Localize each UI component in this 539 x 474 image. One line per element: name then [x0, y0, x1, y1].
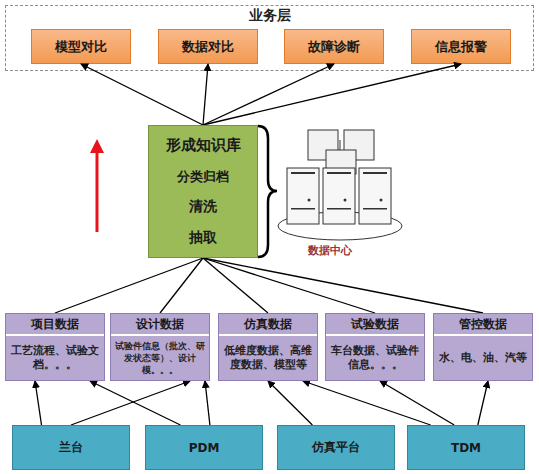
connector: [203, 64, 334, 125]
source-box: TDM: [407, 425, 525, 470]
source-box: 兰台: [12, 425, 130, 470]
connector: [81, 64, 203, 125]
box-heading: 设计数据: [111, 314, 209, 336]
data-box: 项目数据工艺流程、试验文档。。。: [5, 313, 105, 381]
connector: [203, 258, 375, 313]
box-heading: 项目数据: [6, 314, 104, 336]
step-text: 形成知识库: [166, 136, 241, 155]
step-text: 分类归档: [177, 168, 229, 186]
knowledge-box: 形成知识库分类归档清洗抽取: [148, 125, 258, 258]
connector: [380, 381, 454, 425]
connector: [160, 258, 203, 313]
box-label: 信息报警: [435, 38, 487, 56]
connector: [203, 64, 461, 125]
caption-label: 数据中心: [308, 243, 352, 258]
connector: [55, 258, 203, 313]
data-box: 仿真数据低维度数据、高维度数据、模型等: [218, 313, 318, 381]
box-body: 试验件信息（批次、研发状态等）、设计模。。。: [111, 336, 209, 380]
data-center-illustration: [278, 130, 402, 240]
connector: [71, 381, 190, 425]
connector: [205, 381, 210, 425]
business-box: 故障诊断: [284, 29, 384, 64]
source-box: 仿真平台: [277, 425, 395, 470]
box-heading: 仿真数据: [219, 314, 317, 336]
connector: [35, 381, 42, 425]
flow-arrow: [96, 150, 99, 232]
box-label: TDM: [451, 441, 481, 455]
step-text: 抽取: [189, 229, 217, 247]
flow-arrow-head: [90, 139, 104, 153]
box-heading: 管控数据: [434, 314, 532, 336]
connector: [203, 64, 208, 125]
business-box: 数据对比: [158, 29, 258, 64]
box-label: 故障诊断: [308, 38, 360, 56]
box-label: 仿真平台: [312, 439, 360, 456]
business-box: 模型对比: [31, 29, 131, 64]
layer-title: 业务层: [6, 6, 533, 24]
box-body: 水、电、油、汽等: [434, 336, 532, 380]
box-body: 工艺流程、试验文档。。。: [6, 336, 104, 380]
connector: [268, 381, 312, 425]
connector: [478, 381, 488, 425]
connector: [90, 381, 180, 425]
source-box: PDM: [145, 425, 263, 470]
connector: [203, 258, 483, 313]
business-box: 信息报警: [411, 29, 511, 64]
curly-bracket: [258, 126, 277, 257]
box-body: 低维度数据、高维度数据、模型等: [219, 336, 317, 380]
step-text: 清洗: [189, 198, 217, 216]
box-label: PDM: [189, 441, 220, 455]
data-box: 试验数据车台数据、试验件信息。。。: [325, 313, 425, 381]
box-heading: 试验数据: [326, 314, 424, 336]
connector: [203, 258, 268, 313]
data-box: 管控数据水、电、油、汽等: [433, 313, 533, 381]
box-body: 车台数据、试验件信息。。。: [326, 336, 424, 380]
connector: [303, 381, 431, 425]
box-label: 数据对比: [182, 38, 234, 56]
box-label: 模型对比: [55, 38, 107, 56]
layer-box: 业务层模型对比 数据对比 故障诊断 信息报警: [5, 5, 534, 71]
box-label: 兰台: [59, 439, 83, 456]
data-box: 设计数据试验件信息（批次、研发状态等）、设计模。。。: [110, 313, 210, 381]
